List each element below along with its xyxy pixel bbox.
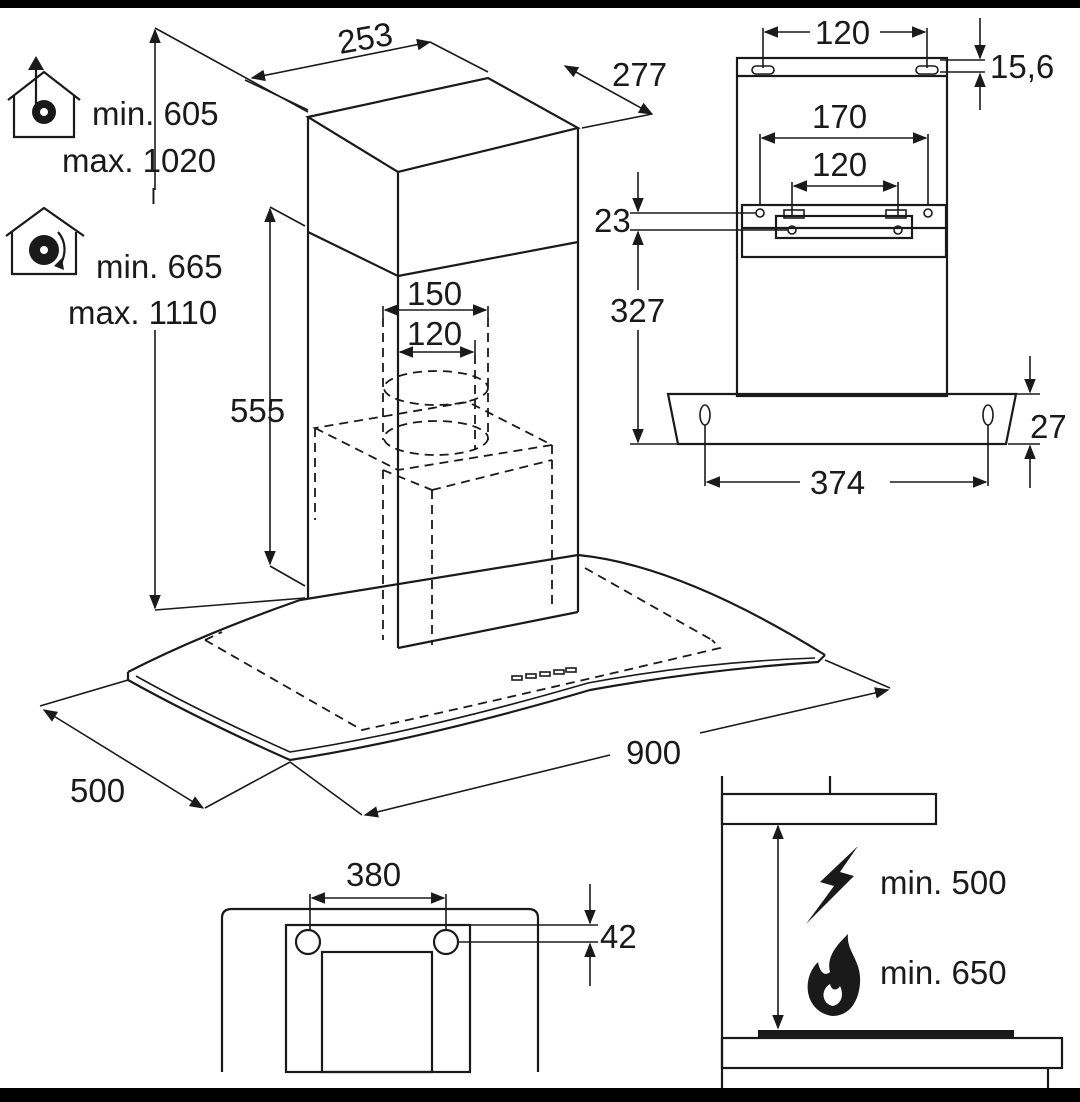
dim-bracket-height: 327 <box>610 292 665 329</box>
back-view: 120 15,6 170 120 23 327 27 <box>594 14 1067 501</box>
legend-separator: l <box>151 184 156 209</box>
dim-depth-top: 277 <box>612 56 667 93</box>
dim-top-offset: 15,6 <box>990 48 1054 85</box>
top-border <box>0 0 1080 8</box>
dim-width-top: 253 <box>335 15 396 61</box>
bracket-dim-offset: 42 <box>600 918 637 955</box>
flame-icon <box>807 934 861 1016</box>
dim-depth-canopy: 500 <box>70 772 125 809</box>
dim-top-holes: 120 <box>815 14 870 51</box>
bracket-dim-holes: 380 <box>346 856 401 893</box>
gas-hob-min: min. 650 <box>880 954 1007 991</box>
dim-bracket-offset: 23 <box>594 202 631 239</box>
dim-width-canopy: 900 <box>626 734 681 771</box>
dim-canopy-holes: 374 <box>810 464 865 501</box>
dim-bracket-inner: 120 <box>812 146 867 183</box>
lightning-icon <box>806 846 858 924</box>
hood-main-view: 253 277 150 120 555 500 900 <box>39 15 891 818</box>
recirculation-min: min. 665 <box>96 248 223 285</box>
extraction-icon <box>7 56 81 139</box>
dim-canopy-height: 27 <box>1030 408 1067 445</box>
hob-clearance-view <box>720 776 1064 1088</box>
electric-hob-min: min. 500 <box>880 864 1007 901</box>
dim-outlet-outer: 150 <box>407 275 462 312</box>
dim-outlet-inner: 120 <box>407 315 462 352</box>
extraction-max: max. 1020 <box>62 142 216 179</box>
extraction-min: min. 605 <box>92 95 219 132</box>
bottom-border <box>0 1088 1080 1102</box>
bracket-view: 380 42 <box>220 856 637 1074</box>
recirculation-icon <box>5 206 85 276</box>
dim-bracket-outer: 170 <box>812 98 867 135</box>
control-panel <box>511 667 577 681</box>
dim-height-lower: 555 <box>230 392 285 429</box>
recirculation-max: max. 1110 <box>68 294 217 331</box>
